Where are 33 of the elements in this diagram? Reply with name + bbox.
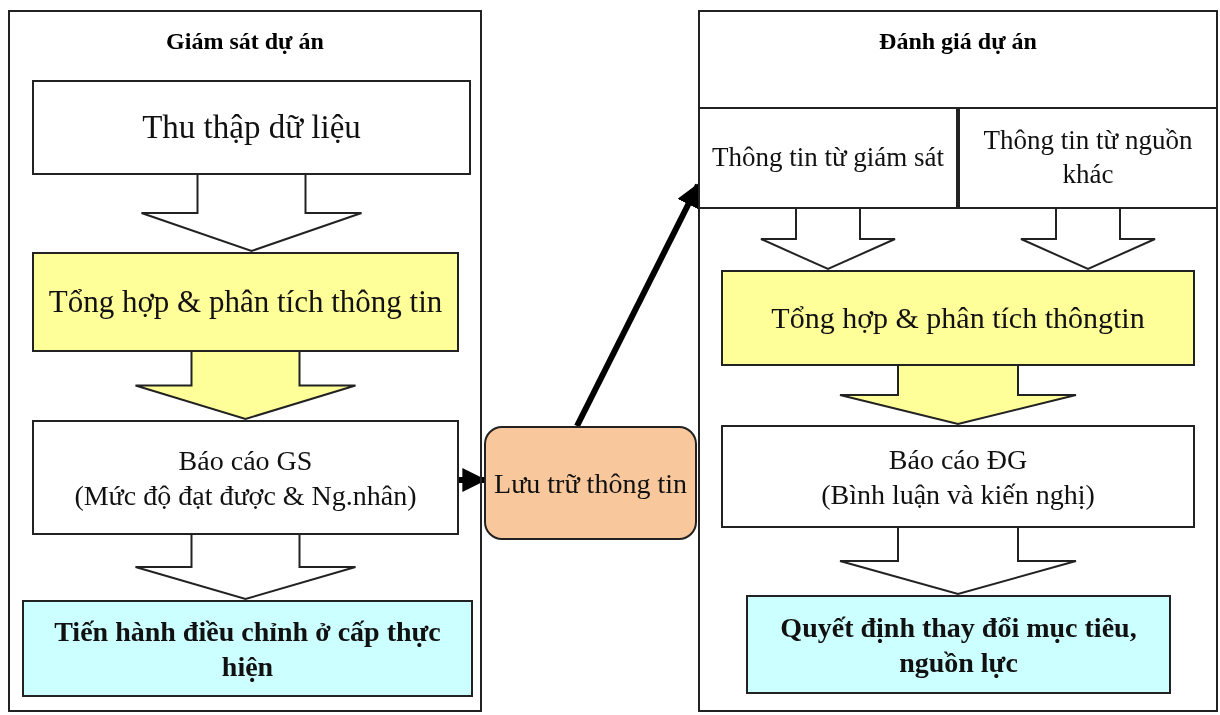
process-box [22, 600, 473, 697]
block-arrow [134, 534, 357, 601]
box-text: Thông tin từ nguồn khác [982, 124, 1194, 191]
process-box [958, 107, 1218, 209]
box-text: Thông tin từ giám sát [711, 141, 945, 175]
rounded-box [484, 426, 697, 540]
box-text: Tiến hành điều chỉnh ở cấp thực hiện [53, 614, 442, 684]
process-box [698, 107, 958, 209]
block-arrow [760, 208, 896, 271]
block-arrow [140, 174, 363, 253]
panel-title: Giám sát dự án [165, 27, 325, 56]
box-text: (Bình luận và kiến nghị) [821, 477, 1095, 512]
panel-title: Đánh giá dự án [878, 27, 1038, 56]
box-text: Báo cáo ĐG [888, 442, 1028, 477]
box-text: Lưu trữ thông tin [494, 466, 687, 501]
block-arrow [839, 365, 1077, 426]
box-text: Báo cáo GS [178, 443, 313, 478]
box-text: (Mức độ đạt được & Ng.nhân) [74, 478, 417, 513]
process-box [32, 80, 471, 175]
box-text: Tổng hợp & phân tích thôngtin [771, 300, 1145, 337]
block-arrow [134, 351, 357, 421]
process-box [32, 420, 459, 535]
panel [8, 10, 482, 712]
process-box [721, 425, 1195, 528]
box-text: Quyết định thay đổi mục tiêu, nguồn lực [779, 610, 1138, 680]
box-text: Tổng hợp & phân tích thông tin [48, 282, 443, 321]
process-box [746, 595, 1171, 694]
process-box [721, 270, 1195, 366]
panel [698, 10, 1218, 712]
block-arrow [1020, 208, 1156, 271]
block-arrow [839, 527, 1077, 596]
process-box [32, 252, 459, 352]
box-text: Thu thập dữ liệu [142, 107, 361, 147]
